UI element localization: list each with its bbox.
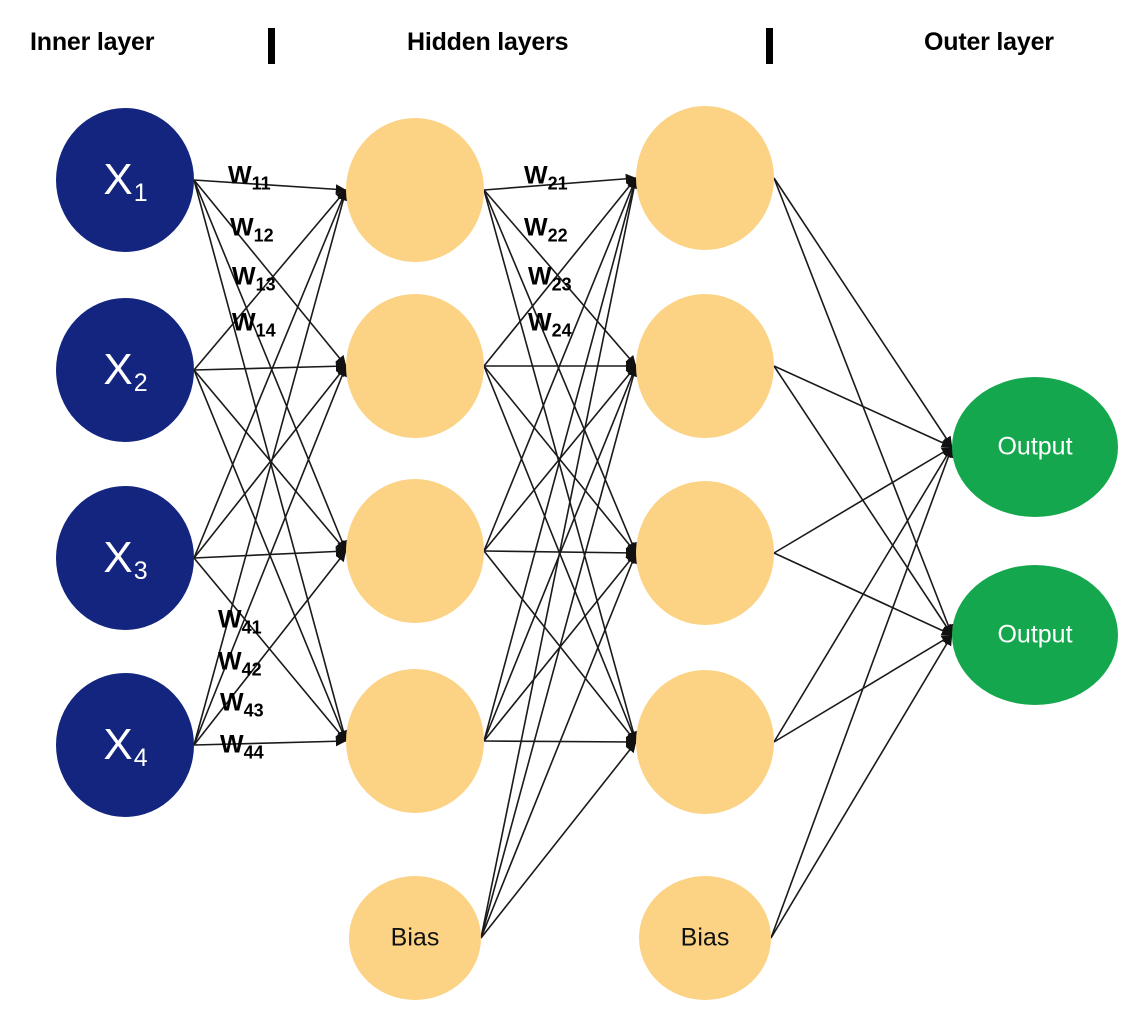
connection-edge [773,177,953,448]
weight-label-base: W [230,213,254,242]
connection-edge [193,179,347,195]
node-h24[interactable] [636,670,774,814]
node-h13[interactable] [346,479,484,623]
connection-edge [483,189,637,554]
connection-edge [193,189,347,559]
connection-edge [480,741,637,939]
edge-group [193,173,954,939]
connection-edge [193,365,347,559]
node-h11[interactable] [346,118,484,262]
weight-label-W41: W41 [218,605,262,638]
connection-edge [770,634,953,939]
connection-edge [193,557,347,742]
connection-edge [773,365,953,448]
weight-label-subscript: 14 [255,320,276,341]
connection-edge [480,365,639,939]
connection-edge [480,552,637,939]
connection-edge [193,736,347,747]
connection-edge [193,361,347,372]
weight-label-subscript: 41 [241,617,262,638]
weight-label-base: W [228,161,252,190]
weight-label-subscript: 21 [547,173,568,194]
weight-label-subscript: 24 [551,320,572,341]
node-group [56,106,1118,1000]
weight-label-base: W [524,213,548,242]
node-b1[interactable] [349,876,481,1000]
connection-edge [193,189,347,371]
connection-edge [193,189,349,746]
connection-edge [193,179,347,367]
layer-header-3: Outer layer [924,28,1054,56]
node-h23[interactable] [636,481,774,625]
weight-label-subscript: 23 [551,274,572,295]
weight-label-subscript: 22 [547,225,568,246]
node-h12[interactable] [346,294,484,438]
weight-label-subscript: 43 [243,700,264,721]
node-o1[interactable] [952,377,1118,517]
weight-label-subscript: 42 [241,659,262,680]
weight-label-W21: W21 [524,161,568,194]
weight-label-base: W [232,308,256,337]
weight-label-subscript: 12 [253,225,274,246]
weight-label-W11: W11 [228,161,271,194]
weight-label-base: W [528,262,552,291]
connection-edge [483,177,637,367]
weight-label-W44: W44 [220,730,264,763]
node-h21[interactable] [636,106,774,250]
connection-edge [193,179,347,552]
weight-label-base: W [220,688,244,717]
weight-label-W14: W14 [232,308,276,341]
weight-label-base: W [528,308,552,337]
connection-edge [483,177,639,742]
connection-edge [483,173,637,191]
connection-edge [193,550,347,746]
weight-label-W23: W23 [528,262,572,295]
weight-label-base: W [232,262,256,291]
connection-edge [483,189,637,367]
node-o2[interactable] [952,565,1118,705]
weight-label-base: W [220,730,244,759]
node-b2[interactable] [639,876,771,1000]
weight-label-W13: W13 [232,262,276,295]
connection-edge [773,446,953,743]
node-x2[interactable] [56,298,194,442]
weight-label-base: W [218,647,242,676]
node-x1[interactable] [56,108,194,252]
weight-label-base: W [218,605,242,634]
header-separator-2 [766,28,773,64]
connection-edge [480,177,639,939]
weight-label-subscript: 11 [251,173,271,194]
node-x3[interactable] [56,486,194,630]
weight-label-subscript: 44 [243,742,264,763]
weight-label-W12: W12 [230,213,274,246]
connection-edge [773,446,953,554]
layer-header-2: Hidden layers [407,28,569,56]
connection-edge [483,177,637,552]
connection-edge [193,365,347,746]
weight-label-W42: W42 [218,647,262,680]
layer-header-1: Inner layer [30,28,155,56]
weight-label-subscript: 13 [255,274,276,295]
connection-edge [770,446,954,939]
weight-label-W22: W22 [524,213,568,246]
header-separator-1 [268,28,275,64]
connection-edge [193,369,347,552]
node-h22[interactable] [636,294,774,438]
node-x4[interactable] [56,673,194,817]
weight-label-base: W [524,161,548,190]
weight-label-W43: W43 [220,688,264,721]
connection-edge [483,189,639,743]
weight-label-W24: W24 [528,308,572,341]
node-h14[interactable] [346,669,484,813]
